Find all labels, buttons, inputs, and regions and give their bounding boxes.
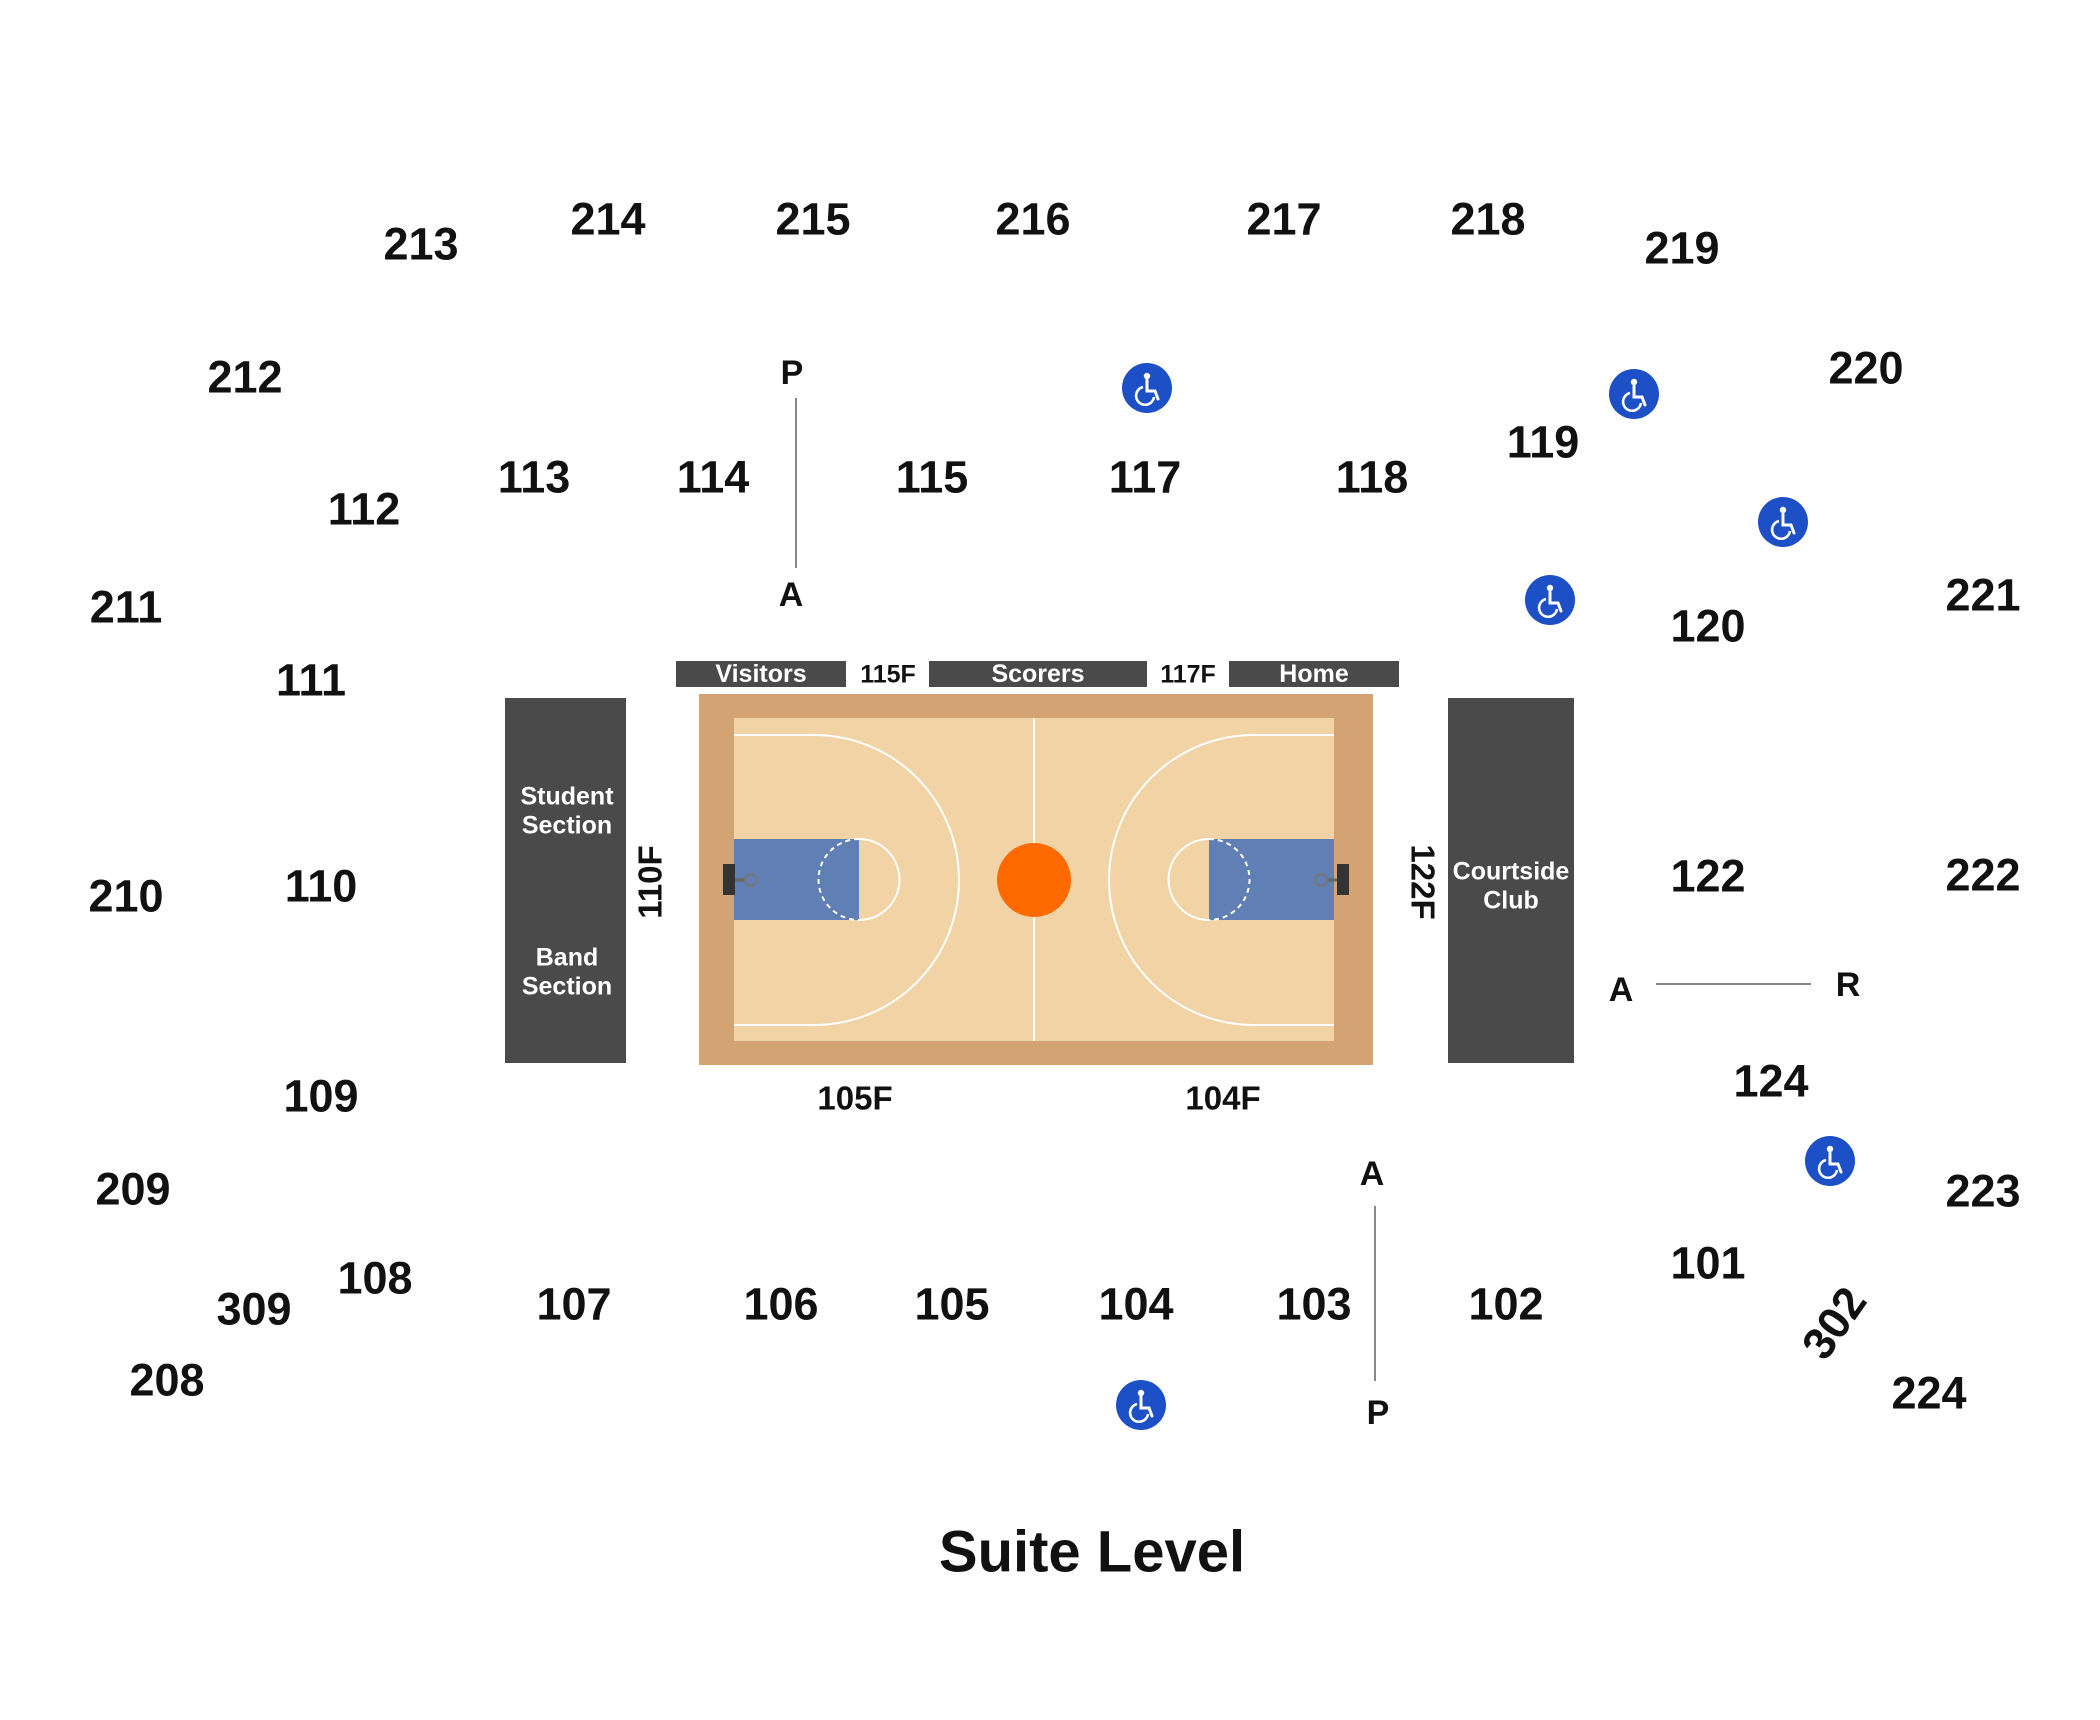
section-103[interactable]: 103 — [1276, 1278, 1352, 1330]
courtside-club-block[interactable] — [1448, 698, 1574, 1063]
wheelchair-accessible-icon — [1116, 1380, 1166, 1430]
basketball-hoop-icon — [1314, 864, 1349, 895]
section-214[interactable]: 214 — [570, 193, 646, 245]
aisle-marker-right-r: R — [1835, 966, 1861, 1004]
section-211[interactable]: 211 — [89, 581, 163, 633]
section-213[interactable]: 213 — [383, 218, 459, 270]
section-208[interactable]: 208 — [129, 1354, 205, 1406]
section-216[interactable]: 216 — [995, 193, 1071, 245]
section-106[interactable]: 106 — [743, 1278, 819, 1330]
floor-section-110f[interactable]: 110F — [631, 845, 669, 919]
section-111[interactable]: 111 — [275, 654, 347, 706]
aisle-marker-right-a: A — [1608, 971, 1634, 1009]
student-band-block[interactable] — [505, 698, 626, 1063]
floor-section-115f[interactable]: 115F — [860, 660, 916, 689]
basketball-hoop-icon — [723, 864, 758, 895]
visitors-bench[interactable]: Visitors — [676, 660, 846, 688]
section-219[interactable]: 219 — [1644, 222, 1720, 274]
section-112[interactable]: 112 — [327, 483, 401, 535]
section-101[interactable]: 101 — [1670, 1237, 1746, 1289]
aisle-marker-bottom-a: A — [1359, 1155, 1385, 1193]
floor-section-104f[interactable]: 104F — [1185, 1079, 1261, 1117]
section-122[interactable]: 122 — [1670, 850, 1746, 902]
section-119[interactable]: 119 — [1506, 416, 1580, 468]
map-title: Suite Level — [938, 1519, 1246, 1585]
section-118[interactable]: 118 — [1335, 451, 1409, 503]
wheelchair-accessible-icon — [1805, 1136, 1855, 1186]
section-215[interactable]: 215 — [775, 193, 851, 245]
section-222[interactable]: 222 — [1945, 849, 2021, 901]
section-217[interactable]: 217 — [1246, 193, 1322, 245]
section-221[interactable]: 221 — [1945, 569, 2021, 621]
wheelchair-accessible-icon — [1609, 369, 1659, 419]
aisle-marker-top-a: A — [778, 576, 804, 614]
floor-section-122f[interactable]: 122F — [1404, 844, 1442, 920]
floor-section-105f[interactable]: 105F — [817, 1079, 893, 1117]
basketball-court — [699, 694, 1373, 1065]
aisle-line-bottom — [1374, 1206, 1376, 1381]
section-212[interactable]: 212 — [207, 351, 283, 403]
section-224[interactable]: 224 — [1891, 1367, 1967, 1419]
student-section-label: Student Section — [520, 782, 614, 839]
section-110[interactable]: 110 — [284, 860, 358, 912]
section-210[interactable]: 210 — [88, 870, 164, 922]
section-309[interactable]: 309 — [216, 1283, 292, 1335]
section-109[interactable]: 109 — [283, 1070, 359, 1122]
wheelchair-accessible-icon — [1525, 575, 1575, 625]
section-117[interactable]: 117 — [1108, 451, 1182, 503]
section-302[interactable]: 302 — [1791, 1277, 1877, 1369]
section-120[interactable]: 120 — [1670, 600, 1746, 652]
section-209[interactable]: 209 — [95, 1163, 171, 1215]
section-108[interactable]: 108 — [337, 1252, 413, 1304]
section-124[interactable]: 124 — [1733, 1055, 1809, 1107]
aisle-line-top — [795, 398, 797, 568]
section-107[interactable]: 107 — [536, 1278, 612, 1330]
section-218[interactable]: 218 — [1450, 193, 1526, 245]
aisle-line-right — [1656, 983, 1811, 985]
section-223[interactable]: 223 — [1945, 1165, 2021, 1217]
aisle-marker-bottom-p: P — [1366, 1394, 1390, 1432]
floor-section-117f[interactable]: 117F — [1160, 660, 1216, 689]
band-section-label: Band Section — [521, 943, 613, 1000]
section-220[interactable]: 220 — [1828, 342, 1904, 394]
aisle-marker-top-p: P — [780, 354, 804, 392]
section-113[interactable]: 113 — [497, 451, 571, 503]
section-115[interactable]: 115 — [895, 451, 969, 503]
section-104[interactable]: 104 — [1098, 1278, 1174, 1330]
section-102[interactable]: 102 — [1468, 1278, 1544, 1330]
section-105[interactable]: 105 — [914, 1278, 990, 1330]
scorers-table[interactable]: Scorers — [929, 660, 1147, 688]
wheelchair-accessible-icon — [1122, 363, 1172, 413]
center-circle — [997, 843, 1071, 917]
courtside-club-label: Courtside Club — [1452, 857, 1570, 914]
wheelchair-accessible-icon — [1758, 497, 1808, 547]
section-114[interactable]: 114 — [676, 451, 750, 503]
home-bench[interactable]: Home — [1229, 660, 1399, 688]
